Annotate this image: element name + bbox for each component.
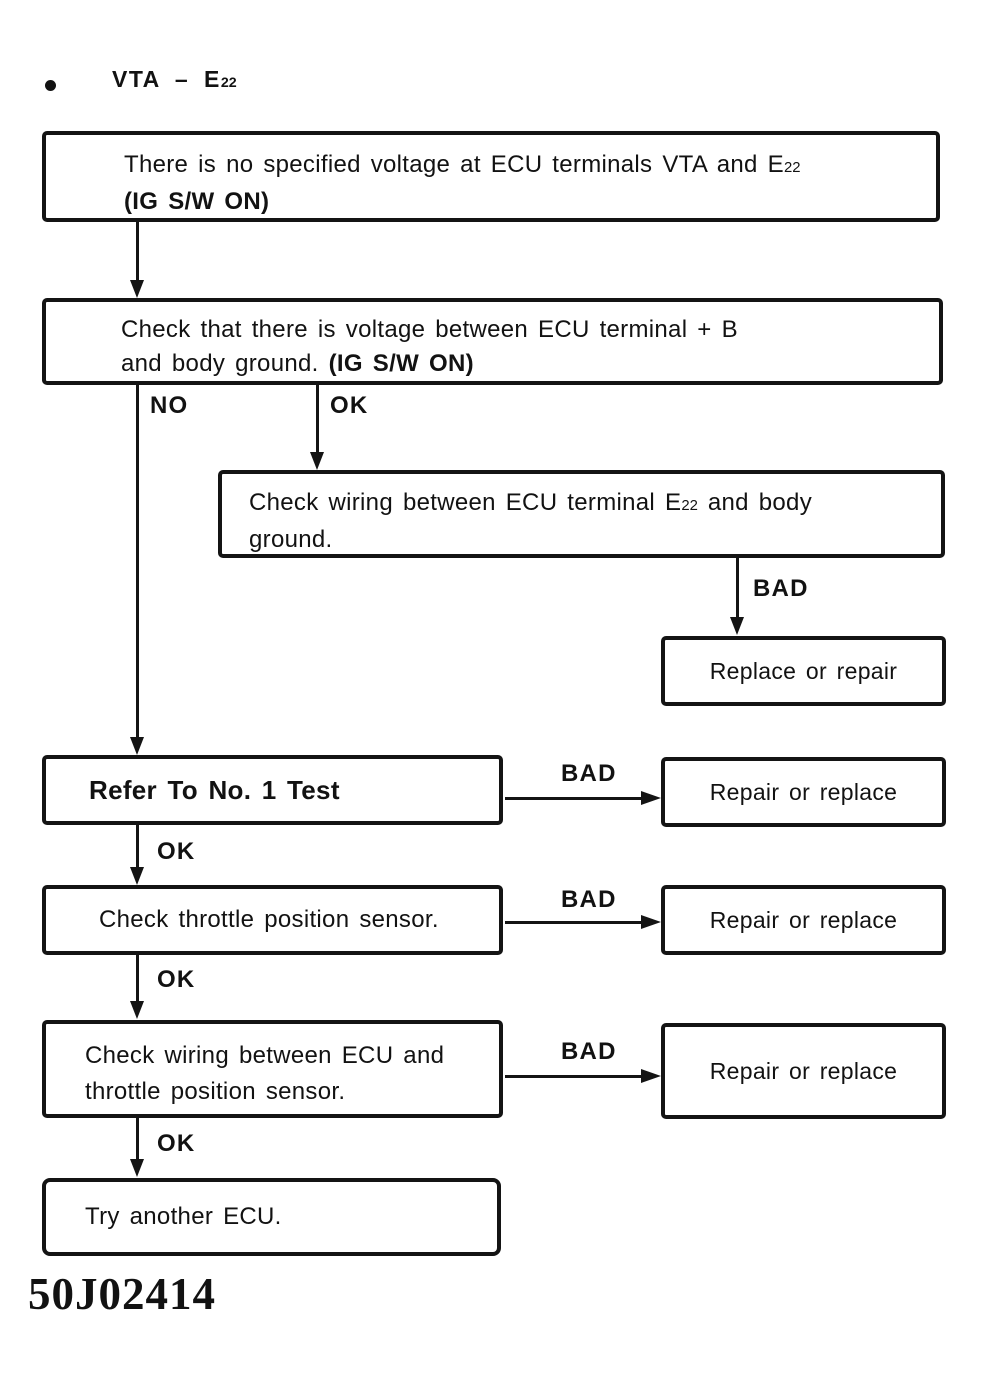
node-try-another-ecu: Try another ECU.: [42, 1178, 501, 1256]
bullet-icon: [45, 80, 56, 91]
node-repair-or-replace-1: Repair or replace: [661, 757, 946, 827]
node-check-wiring-e22-line2: ground.: [249, 526, 333, 553]
arrow-down-icon: [130, 280, 144, 298]
connector-ok-4-line: [136, 1118, 139, 1160]
node-no-voltage: There is no specified voltage at ECU ter…: [42, 131, 940, 222]
node-refer-test: Refer To No. 1 Test: [42, 755, 503, 825]
arrow-right-icon: [641, 1069, 661, 1083]
connector-ok-branch-line: [316, 385, 319, 453]
figure-code: 50J02414: [28, 1269, 216, 1319]
node-check-b-voltage-line1: Check that there is voltage between ECU …: [121, 316, 738, 343]
label-bad-2: BAD: [561, 760, 617, 787]
arrow-down-icon: [130, 867, 144, 885]
e22-subscript: 22: [783, 160, 801, 176]
node-check-wiring-tps-line2: throttle position sensor.: [85, 1078, 346, 1105]
label-ok-4: OK: [157, 1130, 196, 1157]
connector-ok-3-line: [136, 955, 139, 1002]
node-no-voltage-line2: (IG S/W ON): [124, 188, 270, 215]
node-check-throttle-sensor: Check throttle position sensor.: [42, 885, 503, 955]
label-bad-1: BAD: [753, 575, 809, 602]
connector-bad-1-line: [736, 558, 739, 618]
node-check-wiring-e22: Check wiring between ECU terminal E22 an…: [218, 470, 945, 558]
node-no-voltage-line1: There is no specified voltage at ECU ter…: [124, 151, 801, 178]
arrow-right-icon: [641, 791, 661, 805]
arrow-down-icon: [310, 452, 324, 470]
arrow-down-icon: [130, 1159, 144, 1177]
arrow-right-icon: [641, 915, 661, 929]
connector-bad-3-line: [505, 921, 643, 924]
section-title-subscript: 22: [220, 75, 237, 91]
connector-no-branch-line: [136, 385, 139, 738]
connector-ok-2-line: [136, 825, 139, 868]
label-bad-3: BAD: [561, 886, 617, 913]
label-no: NO: [150, 392, 189, 419]
node-check-wiring-tps: Check wiring between ECU and throttle po…: [42, 1020, 503, 1118]
node-check-wiring-e22-line1: Check wiring between ECU terminal E22 an…: [249, 489, 812, 516]
node-check-b-voltage-line2: and body ground. (IG S/W ON): [121, 350, 474, 377]
node-check-b-voltage: Check that there is voltage between ECU …: [42, 298, 943, 385]
section-title: VTA – E22: [112, 66, 237, 93]
section-title-text: VTA – E: [112, 66, 221, 92]
connector-start-line: [136, 222, 139, 281]
connector-bad-2-line: [505, 797, 643, 800]
label-ok-1: OK: [330, 392, 369, 419]
arrow-down-icon: [130, 1001, 144, 1019]
arrow-down-icon: [730, 617, 744, 635]
connector-bad-4-line: [505, 1075, 643, 1078]
node-repair-or-replace-3: Repair or replace: [661, 1023, 946, 1119]
node-repair-or-replace-2: Repair or replace: [661, 885, 946, 955]
label-ok-2: OK: [157, 838, 196, 865]
label-ok-3: OK: [157, 966, 196, 993]
label-bad-4: BAD: [561, 1038, 617, 1065]
e22-subscript: 22: [681, 498, 698, 514]
node-check-wiring-tps-line1: Check wiring between ECU and: [85, 1042, 445, 1069]
arrow-down-icon: [130, 737, 144, 755]
node-replace-or-repair: Replace or repair: [661, 636, 946, 706]
